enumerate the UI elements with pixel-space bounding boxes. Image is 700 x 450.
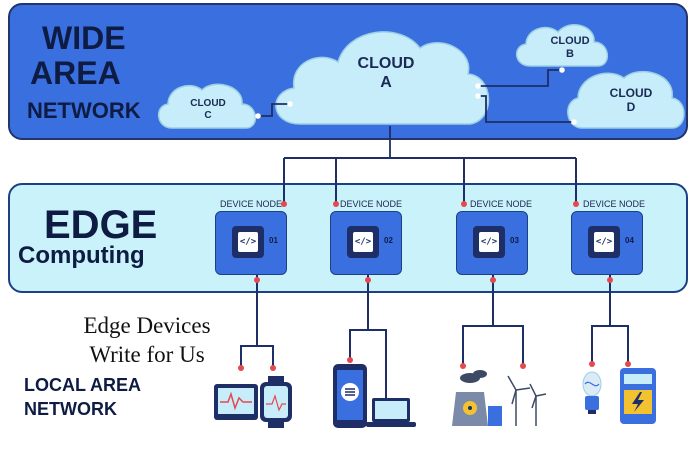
- cloud-c-label-line2: C: [204, 110, 212, 121]
- electric-meter-icon: [620, 368, 656, 424]
- device-node-number: 04: [625, 236, 634, 245]
- cloud-b-shape: [516, 24, 608, 67]
- cloud-a-shape: [275, 31, 490, 125]
- lan-connectors: [240, 274, 629, 400]
- cloud-a-label: CLOUD A: [346, 54, 426, 92]
- wan-title-line3: NETWORK: [27, 98, 141, 123]
- monitor-icon: [214, 384, 258, 420]
- edge-title-line1: EDGE: [44, 203, 158, 247]
- wan-title-line2: AREA: [30, 55, 121, 91]
- device-node-label-03: DEVICE NODE: [470, 199, 533, 209]
- caption-line2: Write for Us: [89, 341, 205, 367]
- wind-turbine-icon: [507, 375, 547, 426]
- power-plant-icon: [452, 370, 502, 426]
- light-bulb-icon: [582, 371, 602, 414]
- cloud-b-label-line2: B: [566, 48, 574, 61]
- processor-chip-icon: </>: [588, 226, 620, 258]
- cloud-d-shape: [567, 70, 685, 129]
- caption: Edge Devices Write for Us: [62, 312, 232, 370]
- processor-chip-icon: </>: [347, 226, 379, 258]
- cloud-c-label-line1: CLOUD: [190, 98, 226, 109]
- smartphone-icon: [333, 364, 367, 428]
- lan-title-line2: NETWORK: [24, 399, 117, 419]
- node-entry-dots: [281, 201, 579, 207]
- cloud-d-label-line1: CLOUD: [609, 86, 653, 100]
- cloud-d-label-line2: D: [626, 100, 636, 115]
- processor-chip-icon: </>: [232, 226, 264, 258]
- edge-distribution-lines: [283, 157, 577, 204]
- device-node-number: 03: [510, 236, 519, 245]
- device-node-04: </> 04: [571, 211, 643, 275]
- wan-connectors: [258, 69, 574, 158]
- lan-title-line1: LOCAL AREA: [24, 375, 141, 395]
- code-icon: </>: [353, 232, 373, 252]
- processor-chip-icon: </>: [473, 226, 505, 258]
- cloud-a-label-line2: A: [380, 74, 392, 92]
- code-icon: </>: [594, 232, 614, 252]
- device-node-02: </> 02: [330, 211, 402, 275]
- edge-title-line2: Computing: [18, 242, 145, 269]
- device-node-number: 01: [269, 236, 278, 245]
- cloud-a-label-line1: CLOUD: [357, 55, 415, 72]
- caption-line1: Edge Devices: [83, 313, 211, 338]
- device-node-number: 02: [384, 236, 393, 245]
- code-icon: </>: [238, 232, 258, 252]
- wan-title-line1: WIDE: [42, 20, 126, 56]
- cloud-b-label-line1: CLOUD: [550, 35, 590, 47]
- wan-connector-dots: [255, 67, 577, 125]
- device-node-01: </> 01: [215, 211, 287, 275]
- cloud-b-label: CLOUD B: [540, 35, 600, 61]
- smartwatch-icon: [260, 376, 292, 428]
- cloud-c-label: CLOUD C: [180, 98, 236, 122]
- cloud-d-label: CLOUD D: [600, 86, 662, 115]
- device-node-label-01: DEVICE NODE: [220, 199, 283, 209]
- laptop-icon: [366, 398, 416, 427]
- lan-connector-dots: [238, 277, 631, 371]
- cloud-c-shape: [158, 83, 256, 129]
- code-icon: </>: [479, 232, 499, 252]
- device-node-03: </> 03: [456, 211, 528, 275]
- device-node-label-04: DEVICE NODE: [583, 199, 646, 209]
- device-node-label-02: DEVICE NODE: [340, 199, 403, 209]
